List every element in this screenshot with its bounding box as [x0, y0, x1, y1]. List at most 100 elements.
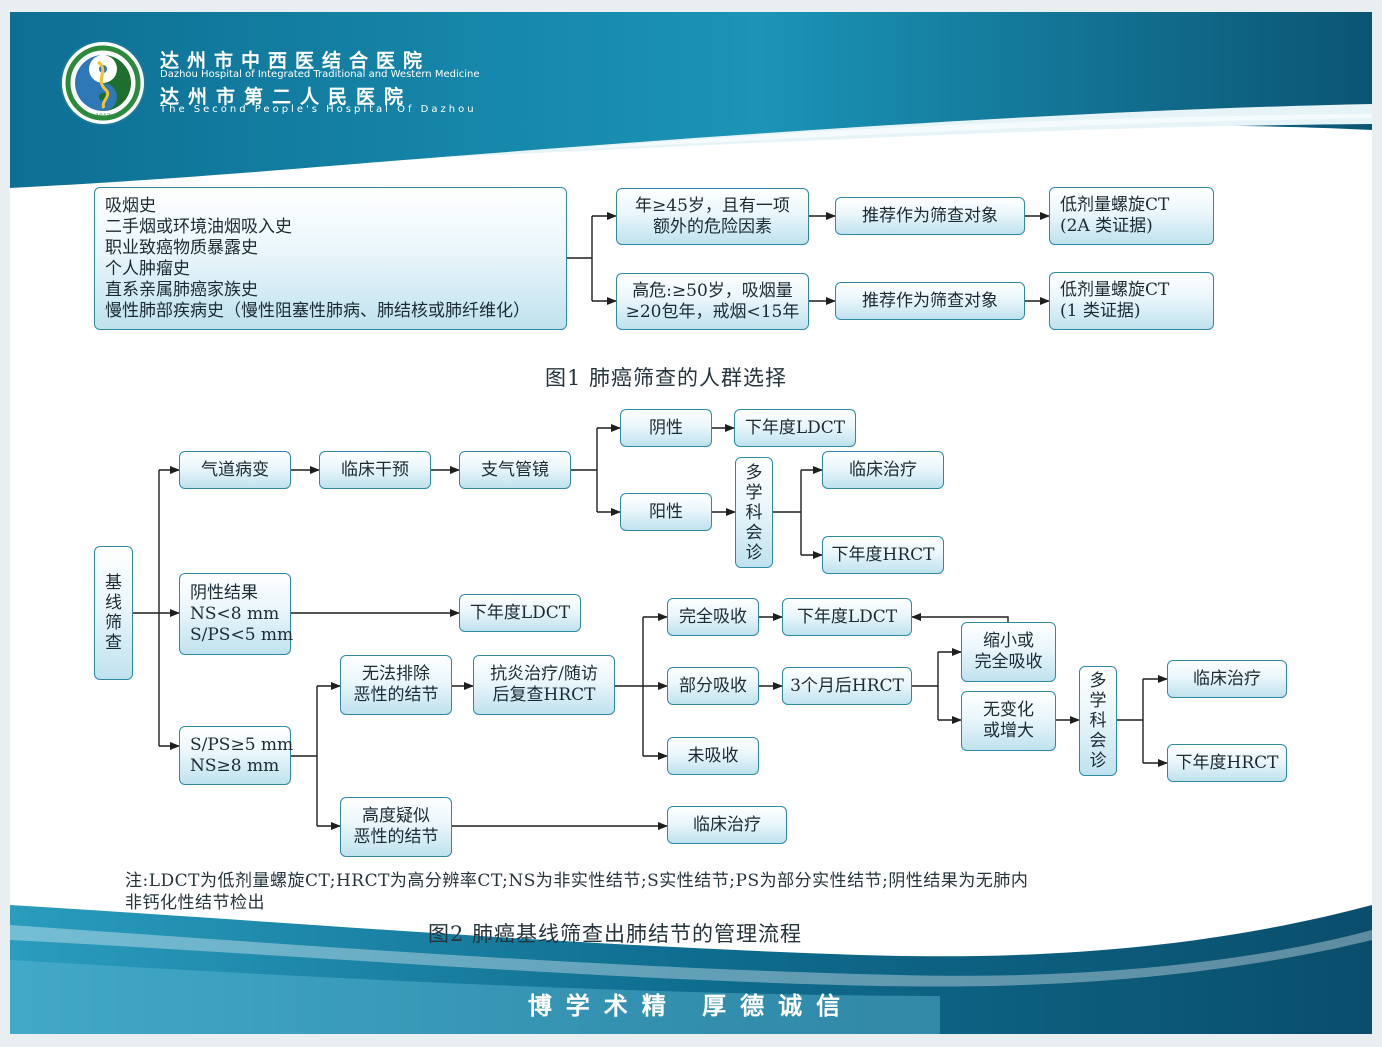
cannot-exclude-box-line: 恶性的结节	[353, 685, 439, 705]
no-change-box-text: 无变化或增大	[983, 700, 1034, 742]
risk-factors-box-line: 直系亲属肺癌家族史	[105, 279, 258, 300]
negative-result-box-line: S/PS<5 mm	[190, 624, 294, 645]
criteria-a-box-text: 年≥45岁，且有一项额外的危险因素	[635, 196, 790, 238]
sps-ns-box-line: S/PS≥5 mm	[190, 734, 294, 755]
clinical-treatment-box-1-text: 临床治疗	[849, 460, 917, 481]
hospital-name-cn-2: 达州市第二人民医院	[160, 86, 413, 108]
recommend-a-box: 推荐作为筛查对象	[835, 197, 1025, 235]
hospital-logo-icon: 1913	[60, 40, 146, 126]
mdt-box-1-label: 多学科会诊	[745, 462, 763, 563]
recommend-b-box: 推荐作为筛查对象	[835, 282, 1025, 320]
clinical-treatment-box-3-label: 临床治疗	[693, 814, 761, 835]
clinical-treatment-box-1-label: 临床治疗	[849, 459, 917, 480]
hrct-3months-box: 3个月后HRCT	[782, 667, 912, 705]
clinical-intervention-box-text: 临床干预	[341, 460, 409, 481]
next-ldct-box-2-text: 下年度LDCT	[470, 603, 570, 624]
next-ldct-box-1-text: 下年度LDCT	[745, 418, 845, 439]
ldct-b-box-line: (1 类证据)	[1060, 301, 1141, 321]
recommend-b-box-label: 推荐作为筛查对象	[862, 290, 998, 311]
airway-lesion-box: 气道病变	[179, 451, 291, 489]
shrink-box-text: 缩小或完全吸收	[975, 631, 1043, 673]
ldct-b-box-line: 低剂量螺旋CT	[1060, 280, 1170, 300]
negative-result-box-line: NS<8 mm	[190, 603, 280, 624]
clinical-intervention-box: 临床干预	[319, 451, 431, 489]
bronchoscopy-box: 支气管镜	[459, 451, 571, 489]
mdt-box-1: 多学科会诊	[735, 457, 773, 568]
clinical-treatment-box-2: 临床治疗	[1167, 660, 1287, 698]
highly-suspected-box-line: 高度疑似	[362, 806, 430, 826]
no-change-box-line: 无变化	[983, 700, 1034, 720]
clinical-treatment-box-1: 临床治疗	[822, 451, 944, 489]
airway-lesion-box-label: 气道病变	[201, 459, 269, 480]
figure2-note-line: 非钙化性结节检出	[125, 893, 265, 913]
bronchoscopy-box-label: 支气管镜	[481, 459, 549, 480]
shrink-box-line: 缩小或	[983, 631, 1034, 651]
baseline-screening-box-label: 基线筛查	[104, 573, 122, 653]
mdt-box-2: 多学科会诊	[1079, 666, 1117, 776]
baseline-screening-box-text: 基线筛查	[103, 573, 123, 653]
ldct-a-box-line: 低剂量螺旋CT	[1060, 195, 1170, 215]
next-hrct-box-2-label: 下年度HRCT	[1175, 752, 1279, 773]
ldct-a-box: 低剂量螺旋CT(2A 类证据)	[1049, 187, 1214, 245]
criteria-b-box-text: 高危:≥50岁，吸烟量≥20包年，戒烟<15年	[626, 281, 800, 323]
positive-box: 阳性	[620, 493, 712, 531]
hrct-3months-box-text: 3个月后HRCT	[790, 676, 904, 697]
risk-factors-box-line: 个人肿瘤史	[105, 258, 190, 279]
hrct-3months-box-label: 3个月后HRCT	[790, 675, 904, 696]
clinical-treatment-box-3: 临床治疗	[667, 806, 787, 844]
clinical-intervention-box-label: 临床干预	[341, 459, 409, 480]
next-hrct-box-2-text: 下年度HRCT	[1176, 753, 1279, 774]
negative-box: 阴性	[620, 409, 712, 447]
clinical-treatment-box-2-label: 临床治疗	[1193, 668, 1261, 689]
cannot-exclude-box: 无法排除恶性的结节	[340, 655, 452, 715]
risk-factors-box-line: 慢性肺部疾病史（慢性阻塞性肺病、肺结核或肺纤维化）	[105, 300, 530, 321]
next-hrct-box-2: 下年度HRCT	[1167, 744, 1287, 782]
criteria-a-box: 年≥45岁，且有一项额外的危险因素	[616, 188, 809, 245]
risk-factors-box: 吸烟史二手烟或环境油烟吸入史职业致癌物质暴露史个人肿瘤史直系亲属肺癌家族史慢性肺…	[94, 187, 567, 330]
logo-year: 1913	[95, 113, 110, 120]
highly-suspected-box-text: 高度疑似恶性的结节	[354, 806, 439, 848]
mdt-box-2-label: 多学科会诊	[1089, 671, 1107, 771]
anti-inflammatory-box: 抗炎治疗/随访后复查HRCT	[473, 655, 615, 715]
complete-absorb-box-text: 完全吸收	[679, 607, 747, 628]
next-ldct-box-3-text: 下年度LDCT	[797, 607, 897, 628]
criteria-b-box-line: ≥20包年，戒烟<15年	[625, 301, 800, 322]
risk-factors-box-line: 职业致癌物质暴露史	[105, 237, 258, 258]
complete-absorb-box-label: 完全吸收	[679, 606, 747, 627]
criteria-a-box-line: 年≥45岁，且有一项	[635, 195, 790, 216]
baseline-screening-box: 基线筛查	[94, 546, 133, 680]
negative-box-label: 阴性	[649, 417, 683, 438]
risk-factors-box-text: 吸烟史二手烟或环境油烟吸入史职业致癌物质暴露史个人肿瘤史直系亲属肺癌家族史慢性肺…	[105, 196, 530, 322]
figure1-caption: 图1 肺癌筛查的人群选择	[545, 366, 788, 390]
positive-box-label: 阳性	[649, 501, 683, 522]
next-ldct-box-2-label: 下年度LDCT	[469, 602, 571, 623]
cannot-exclude-box-text: 无法排除恶性的结节	[354, 664, 439, 706]
recommend-a-box-text: 推荐作为筛查对象	[862, 206, 998, 227]
next-ldct-box-3-label: 下年度LDCT	[796, 606, 898, 627]
next-ldct-box-1: 下年度LDCT	[734, 409, 856, 447]
no-change-box-line: 或增大	[983, 721, 1034, 741]
connector-arrow	[911, 613, 1009, 622]
complete-absorb-box: 完全吸收	[667, 598, 759, 636]
cannot-exclude-box-line: 无法排除	[362, 664, 430, 684]
anti-inflammatory-box-line: 后复查HRCT	[492, 685, 596, 705]
anti-inflammatory-box-text: 抗炎治疗/随访后复查HRCT	[490, 664, 598, 706]
highly-suspected-box-line: 恶性的结节	[353, 827, 439, 847]
criteria-b-box: 高危:≥50岁，吸烟量≥20包年，戒烟<15年	[616, 273, 809, 330]
figure2-note-line: 注:LDCT为低剂量螺旋CT;HRCT为高分辨率CT;NS为非实性结节;S实性结…	[125, 871, 1029, 891]
hospital-name-en-2: The Second People's Hospital Of Dazhou	[160, 104, 477, 115]
ldct-a-box-text: 低剂量螺旋CT(2A 类证据)	[1060, 195, 1169, 237]
shrink-box: 缩小或完全吸收	[961, 622, 1056, 682]
mdt-box-1-text: 多学科会诊	[744, 463, 764, 563]
risk-factors-box-line: 吸烟史	[105, 195, 156, 216]
hospital-name-cn: 达州市中西医结合医院	[160, 50, 431, 72]
mdt-box-2-text: 多学科会诊	[1088, 671, 1108, 771]
clinical-treatment-box-2-text: 临床治疗	[1193, 669, 1261, 690]
next-ldct-box-2: 下年度LDCT	[459, 594, 581, 632]
next-hrct-box-1-label: 下年度HRCT	[831, 544, 935, 565]
next-ldct-box-1-label: 下年度LDCT	[744, 417, 846, 438]
